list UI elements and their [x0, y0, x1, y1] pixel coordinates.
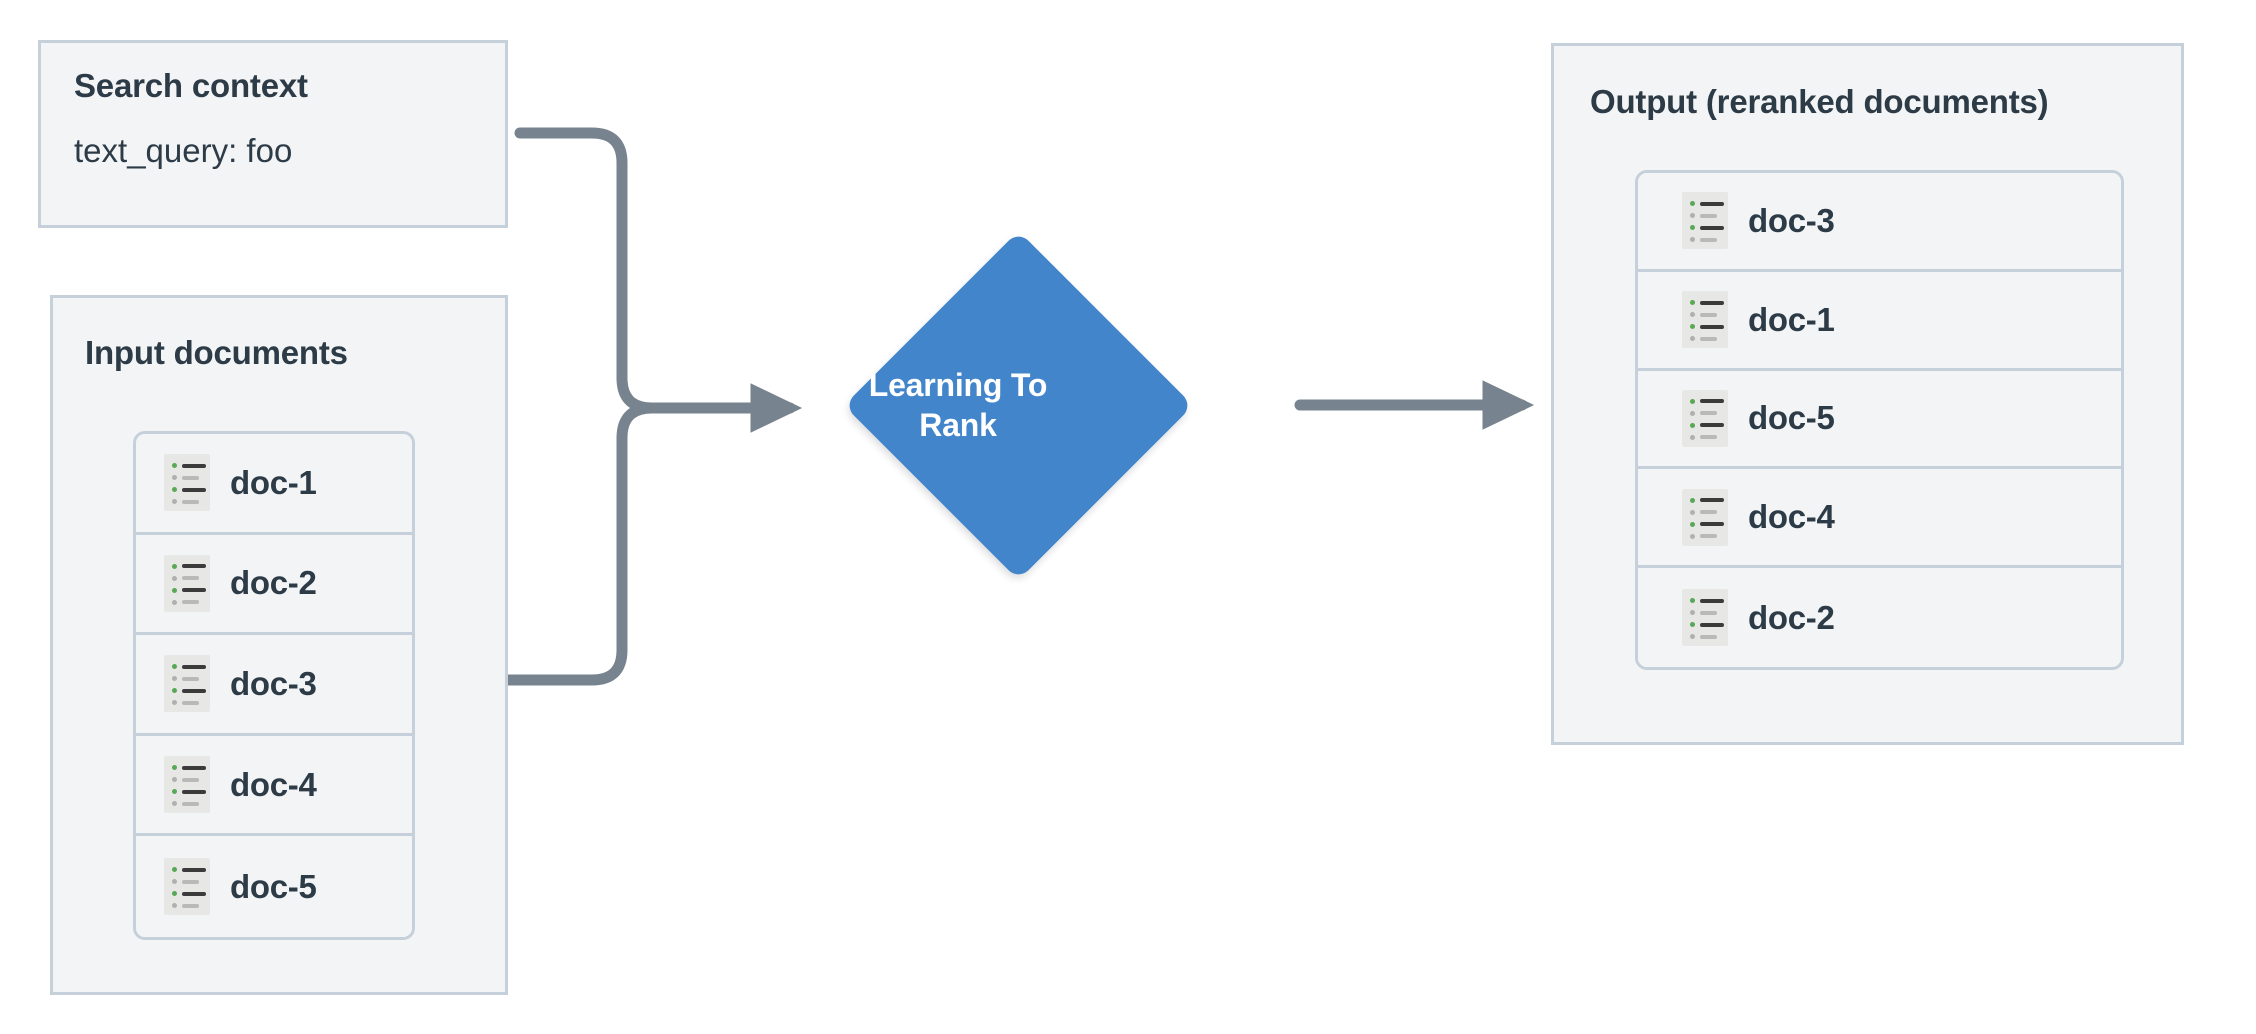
- document-label: doc-5: [230, 867, 317, 905]
- document-label: doc-5: [1748, 399, 1835, 437]
- input-document-list: doc-1 doc-2 doc-3: [133, 431, 415, 940]
- document-list-icon: [164, 554, 210, 612]
- list-item[interactable]: doc-3: [1638, 173, 2121, 272]
- document-label: doc-3: [230, 664, 317, 702]
- document-list-icon: [1682, 291, 1728, 349]
- list-item[interactable]: doc-4: [1638, 469, 2121, 569]
- list-item[interactable]: doc-2: [136, 534, 412, 636]
- list-item[interactable]: doc-1: [1638, 271, 2121, 371]
- document-label: doc-3: [1748, 201, 1835, 239]
- output-document-list: doc-3 doc-1 doc-5: [1635, 170, 2124, 670]
- document-label: doc-1: [1748, 300, 1835, 338]
- input-documents-title: Input documents: [85, 334, 348, 371]
- document-list-icon: [164, 655, 210, 713]
- list-item[interactable]: doc-5: [1638, 370, 2121, 470]
- document-list-icon: [1682, 589, 1728, 647]
- document-label: doc-4: [1748, 498, 1835, 536]
- document-list-icon: [1682, 488, 1728, 546]
- document-list-icon: [164, 858, 210, 916]
- search-context-query-line: text_query: foo: [74, 132, 293, 169]
- list-item[interactable]: doc-1: [136, 434, 412, 535]
- list-item[interactable]: doc-5: [136, 836, 412, 937]
- list-item[interactable]: doc-2: [1638, 568, 2121, 667]
- list-item[interactable]: doc-3: [136, 635, 412, 736]
- document-label: doc-4: [230, 765, 317, 803]
- output-panel-title: Output (reranked documents): [1590, 83, 2049, 120]
- document-label: doc-2: [1748, 598, 1835, 636]
- learning-to-rank-node[interactable]: Learning To Rank: [843, 230, 1193, 580]
- learning-to-rank-label: Learning To Rank: [868, 367, 1048, 443]
- search-context-panel: Search context text_query: foo: [38, 40, 508, 228]
- connector-input-documents-to-ltr: [502, 402, 658, 686]
- connector-search-context-to-ltr: [514, 127, 658, 414]
- document-label: doc-1: [230, 463, 317, 501]
- document-list-icon: [164, 756, 210, 814]
- search-context-title: Search context: [74, 67, 308, 104]
- input-documents-panel: Input documents doc-1 doc-2: [50, 295, 508, 995]
- document-label: doc-2: [230, 564, 317, 602]
- document-list-icon: [1682, 389, 1728, 447]
- document-list-icon: [164, 454, 210, 512]
- output-panel: Output (reranked documents) doc-3: [1551, 43, 2184, 745]
- list-item[interactable]: doc-4: [136, 735, 412, 837]
- document-list-icon: [1682, 192, 1728, 250]
